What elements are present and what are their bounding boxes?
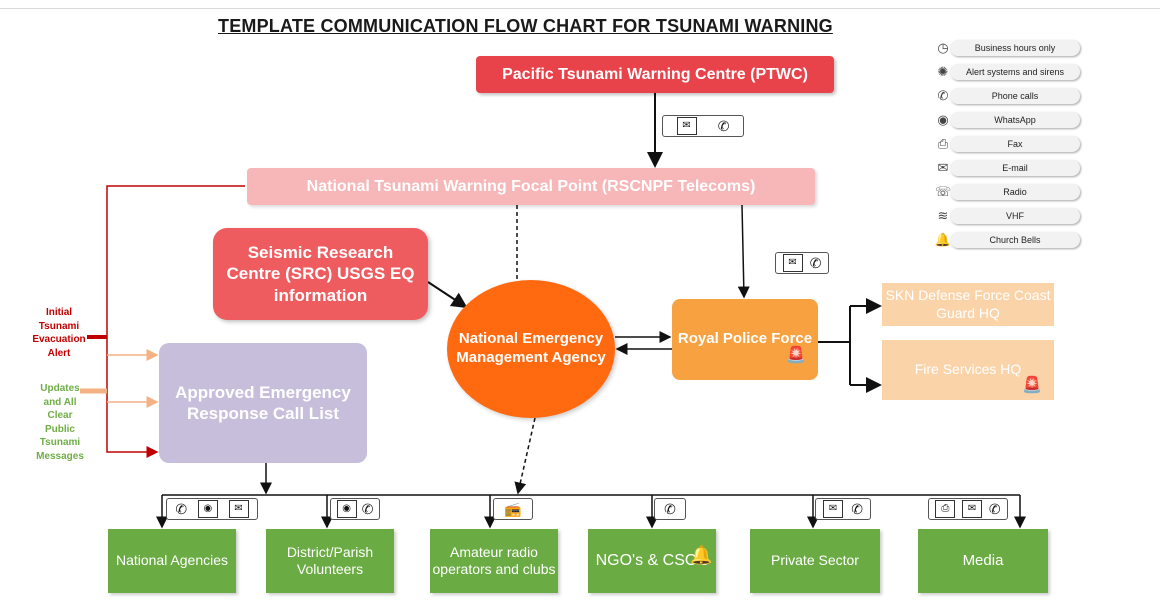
siren-icon: 🚨: [786, 347, 806, 364]
legend-item: 🔔 Church Bells: [930, 230, 1080, 250]
red-alert-bracket: [106, 185, 245, 458]
phone-icon: ✆: [988, 501, 1001, 517]
ptwc-node: Pacific Tsunami Warning Centre (PTWC): [476, 56, 834, 93]
media-node: Media: [918, 529, 1048, 593]
clock-icon: ◷: [937, 40, 949, 55]
top-divider: [0, 8, 1160, 9]
phone-icon: ✆: [851, 501, 863, 517]
fire-services-node: Fire Services HQ: [882, 340, 1054, 400]
nema-to-distribution-dashed: [514, 417, 536, 495]
radio-icon: ☏: [934, 184, 952, 199]
phone-icon: ✆: [664, 501, 676, 517]
church-bell-icon: 🔔: [934, 232, 952, 247]
agencies-methods-chip: ✆ ◉ ✉: [166, 498, 258, 520]
phone-icon: ✆: [175, 501, 188, 517]
src-node: Seismic Research Centre (SRC) USGS EQ in…: [213, 228, 428, 320]
nema-node: National Emergency Management Agency: [447, 280, 615, 418]
whatsapp-icon: ◉: [197, 500, 218, 518]
national-agencies-node: National Agencies: [108, 529, 236, 593]
src-to-nema-arrow: [427, 281, 468, 309]
ngo-cso-node: NGO's & CSO's: [588, 529, 716, 593]
siren-icon: ✺: [937, 64, 949, 79]
ngo-methods-chip: ✆: [654, 498, 686, 520]
radio-icon: 📻: [504, 501, 522, 517]
call-list-node: Approved Emergency Response Call List: [159, 343, 367, 463]
amateur-radio-node: Amateur radio operators and clubs: [430, 529, 558, 593]
police-node: Royal Police Force: [672, 299, 818, 380]
email-icon: ✉: [823, 500, 844, 518]
media-methods-chip: ⎙ ✉ ✆: [928, 498, 1008, 520]
amateur-methods-chip: 📻: [493, 498, 533, 520]
page-title: TEMPLATE COMMUNICATION FLOW CHART FOR TS…: [218, 16, 833, 36]
legend-item: ◷ Business hours only: [930, 38, 1080, 58]
phone-icon: ✆: [361, 501, 374, 517]
focal-point-node: National Tsunami Warning Focal Point (RS…: [247, 168, 815, 205]
ptwc-methods-chip: ✉ ✆: [662, 115, 744, 137]
church-bell-icon: 🔔: [690, 545, 713, 565]
focal-to-police-arrow: [737, 204, 750, 299]
email-icon: ✉: [782, 254, 803, 272]
fax-icon: ⎙: [937, 136, 949, 151]
fax-icon: ⎙: [935, 500, 956, 518]
initial-alert-label: Initial Tsunami Evacuation Alert: [32, 307, 86, 359]
legend-item: ☏ Radio: [930, 182, 1080, 202]
email-icon: ✉: [228, 500, 249, 518]
whatsapp-icon: ◉: [937, 112, 949, 127]
email-icon: ✉: [962, 500, 983, 518]
legend-item: ⎙ Fax: [930, 134, 1080, 154]
whatsapp-icon: ◉: [336, 500, 357, 518]
legend-item: ✺ Alert systems and sirens: [930, 62, 1080, 82]
volunteers-methods-chip: ◉ ✆: [330, 498, 380, 520]
legend-item: ◉ WhatsApp: [930, 110, 1080, 130]
email-icon: ✉: [676, 117, 697, 135]
phone-icon: ✆: [717, 118, 730, 134]
phone-icon: ✆: [937, 88, 949, 103]
police-methods-chip: ✉ ✆: [775, 252, 829, 274]
legend-item: ✉ E-mail: [930, 158, 1080, 178]
updates-label: Updates and All Clear Public Tsunami Mes…: [36, 383, 84, 462]
private-sector-node: Private Sector: [750, 529, 880, 593]
siren-icon: 🚨: [1022, 377, 1042, 394]
phone-icon: ✆: [809, 255, 822, 271]
defense-force-node: SKN Defense Force Coast Guard HQ: [882, 283, 1054, 326]
vhf-icon: ≋: [937, 208, 949, 223]
email-icon: ✉: [937, 160, 949, 175]
volunteers-node: District/Parish Volunteers: [266, 529, 394, 593]
private-methods-chip: ✉ ✆: [815, 498, 871, 520]
legend-item: ≋ VHF: [930, 206, 1080, 226]
legend-item: ✆ Phone calls: [930, 86, 1080, 106]
